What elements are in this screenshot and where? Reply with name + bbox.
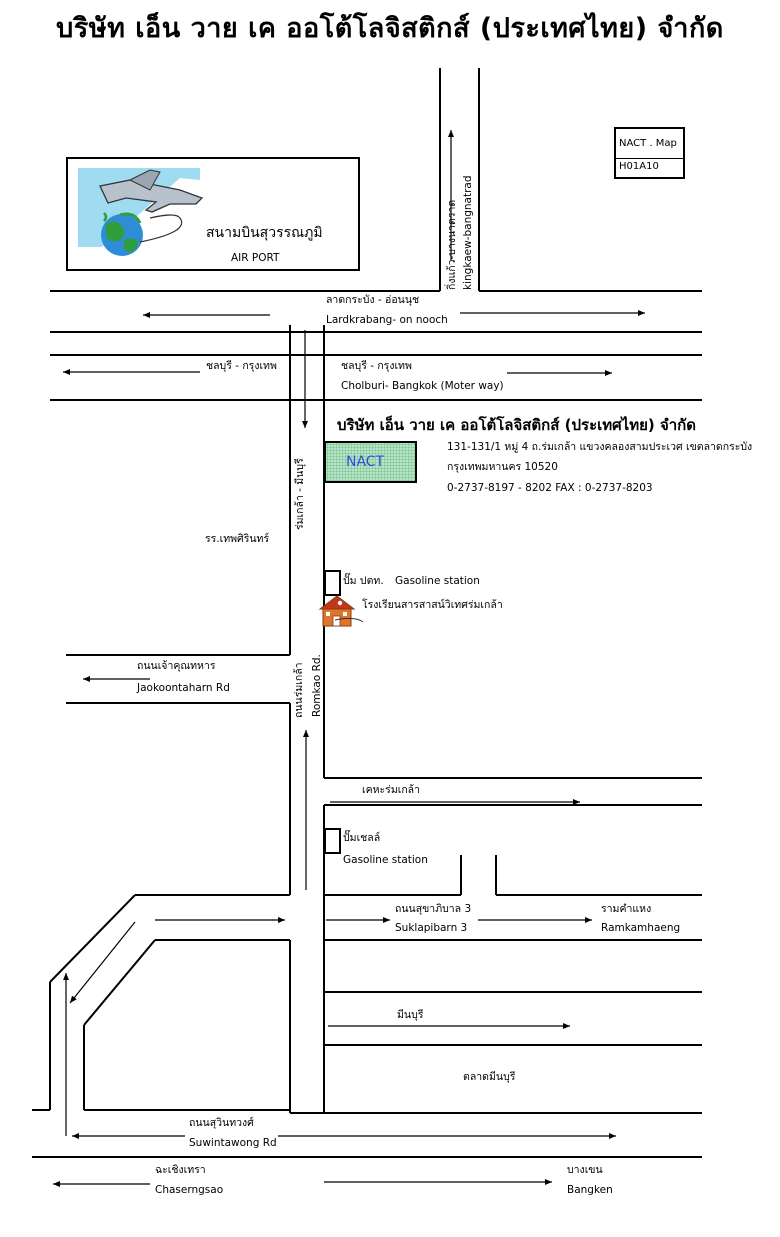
cholburi-right-label: ชลบุรี - กรุงเทพ <box>341 360 412 372</box>
ramkamhaeng-en-label: Ramkamhaeng <box>601 922 681 934</box>
airport-box <box>66 157 360 271</box>
suklapibarn-thai-label: ถนนสุขาภิบาล 3 <box>395 903 472 915</box>
suklapibarn-en-label: Suklapibarn 3 <box>395 922 468 934</box>
bangken-en-label: Bangken <box>567 1184 613 1196</box>
page-title: บริษัท เอ็น วาย เค ออโต้โลจิสติกส์ (ประเ… <box>56 13 724 44</box>
suwintawong-en-label: Suwintawong Rd <box>189 1137 277 1149</box>
map-tag: NACT . Map H01A10 <box>614 127 685 179</box>
school-icon <box>318 595 364 627</box>
company-phone: 0-2737-8197 - 8202 FAX : 0-2737-8203 <box>447 482 653 494</box>
nact-location-box: NACT <box>324 441 417 483</box>
bangken-thai-label: บางเขน <box>567 1164 603 1176</box>
jaokoon-thai-label: ถนนเจ้าคุณทหาร <box>137 660 216 672</box>
cholburi-en-label: Cholburi- Bangkok (Moter way) <box>341 380 504 392</box>
school-label: โรงเรียนสารสาสน์วิเทศร่มเกล้า <box>362 599 503 611</box>
road-lines <box>32 68 702 1158</box>
kheha-romklao-label: เคหะร่มเกล้า <box>362 784 421 796</box>
shell-station-en: Gasoline station <box>343 854 428 866</box>
nact-box-label: NACT <box>346 454 385 470</box>
ptt-station-marker <box>324 570 341 596</box>
shell-station-thai: ปั๊มเชลล์ <box>343 832 381 844</box>
airplane-globe-icon <box>78 168 204 256</box>
cholburi-left-label: ชลบุรี - กรุงเทพ <box>206 360 277 372</box>
jaokoon-en-label: Jaokoontaharn Rd <box>137 682 230 694</box>
suwintawong-thai-label: ถนนสุวินทวงศ์ <box>189 1117 254 1129</box>
map-tag-name: NACT . Map <box>619 138 677 149</box>
shell-station-marker <box>324 828 341 854</box>
airport-english: AIR PORT <box>231 252 280 264</box>
company-address-line1: 131-131/1 หมู่ 4 ถ.ร่มเกล้า แขวงคลองสามป… <box>447 441 753 453</box>
lardkrabang-thai-label: ลาดกระบัง - อ่อนนุช <box>326 294 420 306</box>
kingkaew-en-label: kingkaew-bangnatrad <box>462 175 474 290</box>
airport-thai: สนามบินสุวรรณภูมิ <box>206 225 323 241</box>
romklao-en-label: Romkao Rd. <box>311 654 323 717</box>
ptt-station-thai: ปั๊ม ปตท. <box>343 575 384 587</box>
minburi-market-label: ตลาดมีนบุรี <box>463 1071 516 1083</box>
ramkamhaeng-thai-label: รามคำแหง <box>601 903 652 915</box>
minburi-label: มีนบุรี <box>397 1009 424 1021</box>
map-tag-code: H01A10 <box>619 161 659 172</box>
kingkaew-thai-label: กิ่งแก้ว-บางนาตราด <box>446 199 458 290</box>
company-address-line2: กรุงเทพมหานคร 10520 <box>447 461 558 473</box>
thepsirin-label: รร.เทพศิรินทร์ <box>205 533 270 545</box>
romklao-minburi-label: ร่มเกล้า - มีนบุรี <box>294 458 306 530</box>
chaserngsao-thai-label: ฉะเชิงเทรา <box>155 1164 206 1176</box>
company-name: บริษัท เอ็น วาย เค ออโต้โลจิสติกส์ (ประเ… <box>337 416 696 434</box>
ptt-station-en: Gasoline station <box>395 575 480 587</box>
lardkrabang-en-label: Lardkrabang- on nooch <box>326 314 448 326</box>
chaserngsao-en-label: Chaserngsao <box>155 1184 224 1196</box>
direction-arrows <box>53 130 645 1187</box>
romklao-thai-label: ถนนร่มเกล้า <box>293 662 305 718</box>
